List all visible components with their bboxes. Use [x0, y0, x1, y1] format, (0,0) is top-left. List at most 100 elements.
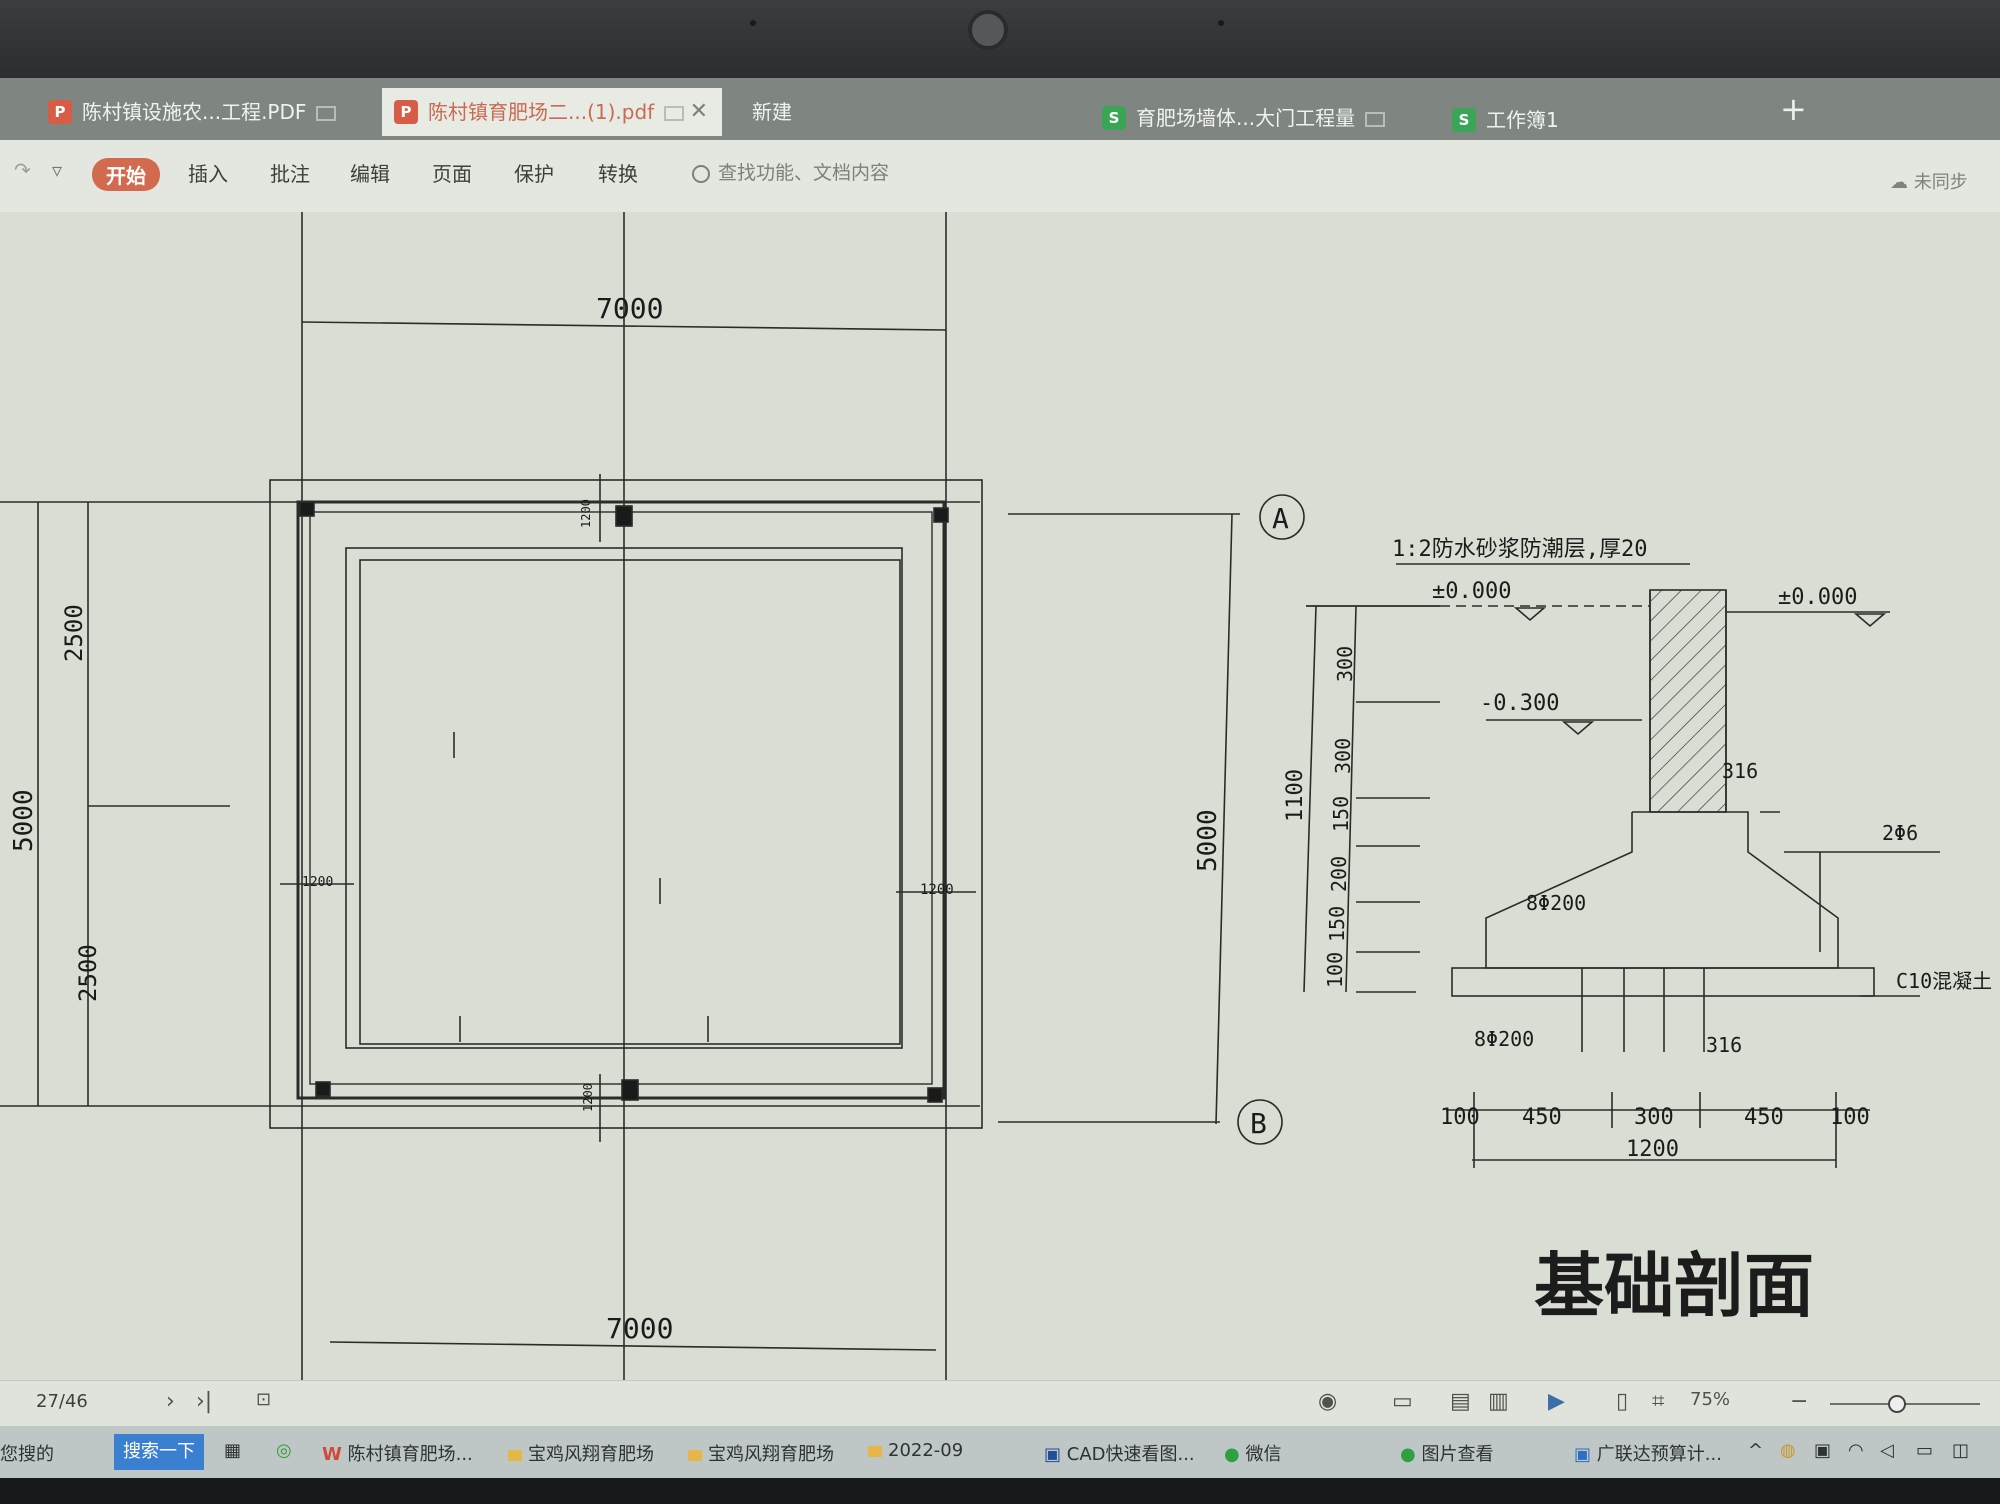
height-1: 300 [1333, 646, 1357, 682]
new-tab-plus-icon[interactable]: + [1780, 90, 1807, 128]
dim-bottom: 7000 [606, 1312, 673, 1345]
height-total: 1100 [1283, 769, 1308, 822]
rebar-8200-upper: 8Φ200 [1526, 891, 1586, 915]
taskbar-item-wechat[interactable]: ● 微信 [1224, 1444, 1282, 1465]
tray-chevron-icon[interactable]: ^ [1748, 1440, 1764, 1461]
taskbar-item-cad[interactable]: ▣ CAD快速看图... [1044, 1444, 1195, 1465]
menu-edit[interactable]: 编辑 [350, 162, 390, 186]
pdf-icon: P [394, 100, 418, 124]
laptop-bottom-bezel [0, 1478, 2000, 1504]
monitor-icon [316, 106, 337, 121]
wall-thickness-left: 1200 [302, 875, 333, 890]
height-4: 200 [1327, 856, 1351, 892]
taskbar-item-wps[interactable]: W 陈村镇育肥场... [322, 1444, 473, 1465]
taskbar-item-folder-2[interactable]: 宝鸡风翔育肥场 [688, 1440, 834, 1466]
section-view [1303, 563, 1940, 1168]
taskbar-text-fragment: 您搜的 [0, 1444, 54, 1465]
dim-top: 7000 [596, 292, 663, 325]
plan-view [0, 212, 1305, 1444]
damp-proof-note: 1:2防水砂浆防潮层,厚20 [1392, 537, 1647, 562]
fit-width-icon[interactable]: ▯ [1616, 1389, 1629, 1414]
tab-label: 陈村镇设施农...工程.PDF [82, 100, 307, 124]
next-page-icon[interactable]: › [166, 1389, 175, 1414]
document-canvas[interactable]: 7000 7000 5000 2500 2500 5000 1200 1200 … [0, 212, 2000, 1444]
zoom-out-icon[interactable]: − [1790, 1389, 1809, 1414]
tray-app-icon[interactable]: ◍ [1780, 1440, 1796, 1461]
section-labels: 1:2防水砂浆防潮层,厚20 ±0.000 ±0.000 -0.300 316 … [1283, 537, 1992, 1327]
tab-sheet-1[interactable]: S 育肥场墙体...大门工程量 [1090, 94, 1420, 142]
quick-access-dropdown-icon[interactable]: ▿ [52, 158, 63, 182]
last-page-icon[interactable]: ›| [196, 1389, 213, 1414]
menu-start[interactable]: 开始 [92, 158, 160, 191]
wall-thickness-top: 1200 [579, 499, 593, 528]
tab-pdf-1[interactable]: P 陈村镇设施农...工程.PDF [36, 88, 376, 136]
tray-display-icon[interactable]: ▣ [1814, 1440, 1832, 1461]
document-tab-bar: P 陈村镇设施农...工程.PDF P 陈村镇育肥场二...(1).pdf ✕ … [0, 78, 2000, 140]
continuous-page-icon[interactable]: ▤ [1450, 1389, 1471, 1414]
taskbar-item-label: 微信 [1245, 1444, 1282, 1465]
plan-dimensions: 7000 7000 5000 2500 2500 5000 1200 1200 … [9, 292, 1289, 1345]
width-1: 100 [1440, 1105, 1480, 1130]
taskbar-item-glodon[interactable]: ▣ 广联达预算计... [1574, 1444, 1722, 1465]
webcam [968, 10, 1008, 50]
axis-a: A [1272, 502, 1289, 535]
two-page-icon[interactable]: ▥ [1488, 1389, 1509, 1414]
tab-new[interactable]: 新建 [730, 88, 1060, 136]
rebar-316-top: 316 [1722, 759, 1758, 783]
browser-icon[interactable]: ◎ [276, 1440, 292, 1461]
fit-page-icon[interactable]: ⊡ [256, 1389, 272, 1410]
level-ground-right: ±0.000 [1778, 585, 1857, 610]
taskbar-search-button[interactable]: 搜索一下 [114, 1434, 204, 1470]
calculator-icon[interactable]: ▦ [224, 1440, 242, 1461]
menu-insert[interactable]: 插入 [188, 162, 228, 186]
width-total: 1200 [1626, 1137, 1679, 1162]
folder-icon [868, 1445, 882, 1457]
wall-thickness-bottom: 1200 [581, 1083, 595, 1112]
taskbar: 您搜的 搜索一下 ▦ ◎ W 陈村镇育肥场... 宝鸡风翔育肥场 宝鸡风翔育肥场… [0, 1426, 2000, 1478]
page-indicator[interactable]: 27/46 [36, 1391, 88, 1412]
zoom-slider-handle[interactable] [1888, 1395, 1906, 1413]
concrete-label: C10混凝土 [1896, 969, 1992, 993]
tab-label: 工作簿1 [1486, 108, 1559, 132]
section-title: 基础剖面 [1534, 1245, 1814, 1327]
pdf-icon: P [48, 100, 72, 124]
taskbar-item-folder-3[interactable]: 2022-09 [868, 1440, 963, 1461]
menu-annotate[interactable]: 批注 [270, 162, 310, 186]
menu-protect[interactable]: 保护 [514, 162, 554, 186]
tab-label: 陈村镇育肥场二...(1).pdf [428, 100, 655, 124]
taskbar-item-photos[interactable]: ● 图片查看 [1400, 1444, 1494, 1465]
dim-right: 5000 [1193, 809, 1223, 872]
zoom-level[interactable]: 75% [1690, 1389, 1731, 1410]
menu-page[interactable]: 页面 [432, 162, 472, 186]
ime-icon[interactable]: ◫ [1952, 1440, 1970, 1461]
sync-status[interactable]: ☁ 未同步 [1890, 172, 1968, 193]
battery-icon[interactable]: ▭ [1916, 1440, 1934, 1461]
single-page-icon[interactable]: ▭ [1392, 1389, 1413, 1414]
wall-thickness-right: 1200 [920, 882, 954, 898]
eye-protection-icon[interactable]: ◉ [1318, 1389, 1338, 1414]
dim-left-total: 5000 [9, 789, 39, 852]
wifi-icon[interactable]: ◠ [1848, 1440, 1864, 1461]
taskbar-item-label: 广联达预算计... [1596, 1444, 1722, 1465]
tab-sheet-2[interactable]: S 工作簿1 [1440, 96, 1700, 144]
feature-search-input[interactable]: 查找功能、文档内容 [692, 158, 889, 185]
play-icon[interactable]: ▶ [1548, 1389, 1565, 1414]
taskbar-item-label: 陈村镇育肥场... [347, 1444, 473, 1465]
height-2: 300 [1331, 738, 1355, 774]
menu-convert[interactable]: 转换 [598, 162, 638, 186]
tab-pdf-2[interactable]: P 陈村镇育肥场二...(1).pdf ✕ [382, 88, 722, 136]
rebar-316-bottom: 316 [1706, 1033, 1742, 1057]
taskbar-item-label: CAD快速看图... [1066, 1444, 1195, 1465]
folder-icon [688, 1449, 702, 1461]
crop-icon[interactable]: ⌗ [1652, 1389, 1665, 1414]
volume-icon[interactable]: ◁ [1880, 1440, 1894, 1461]
height-6: 100 [1323, 952, 1347, 988]
tab-label: 新建 [752, 100, 792, 124]
width-5: 100 [1830, 1105, 1870, 1130]
taskbar-item-label: 宝鸡风翔育肥场 [528, 1444, 654, 1465]
rebar-8200-lower: 8Φ200 [1474, 1027, 1534, 1051]
taskbar-item-folder-1[interactable]: 宝鸡风翔育肥场 [508, 1440, 654, 1466]
close-tab-icon[interactable]: ✕ [689, 99, 708, 124]
redo-icon[interactable]: ↷ [14, 158, 31, 182]
level-minus: -0.300 [1480, 691, 1559, 716]
